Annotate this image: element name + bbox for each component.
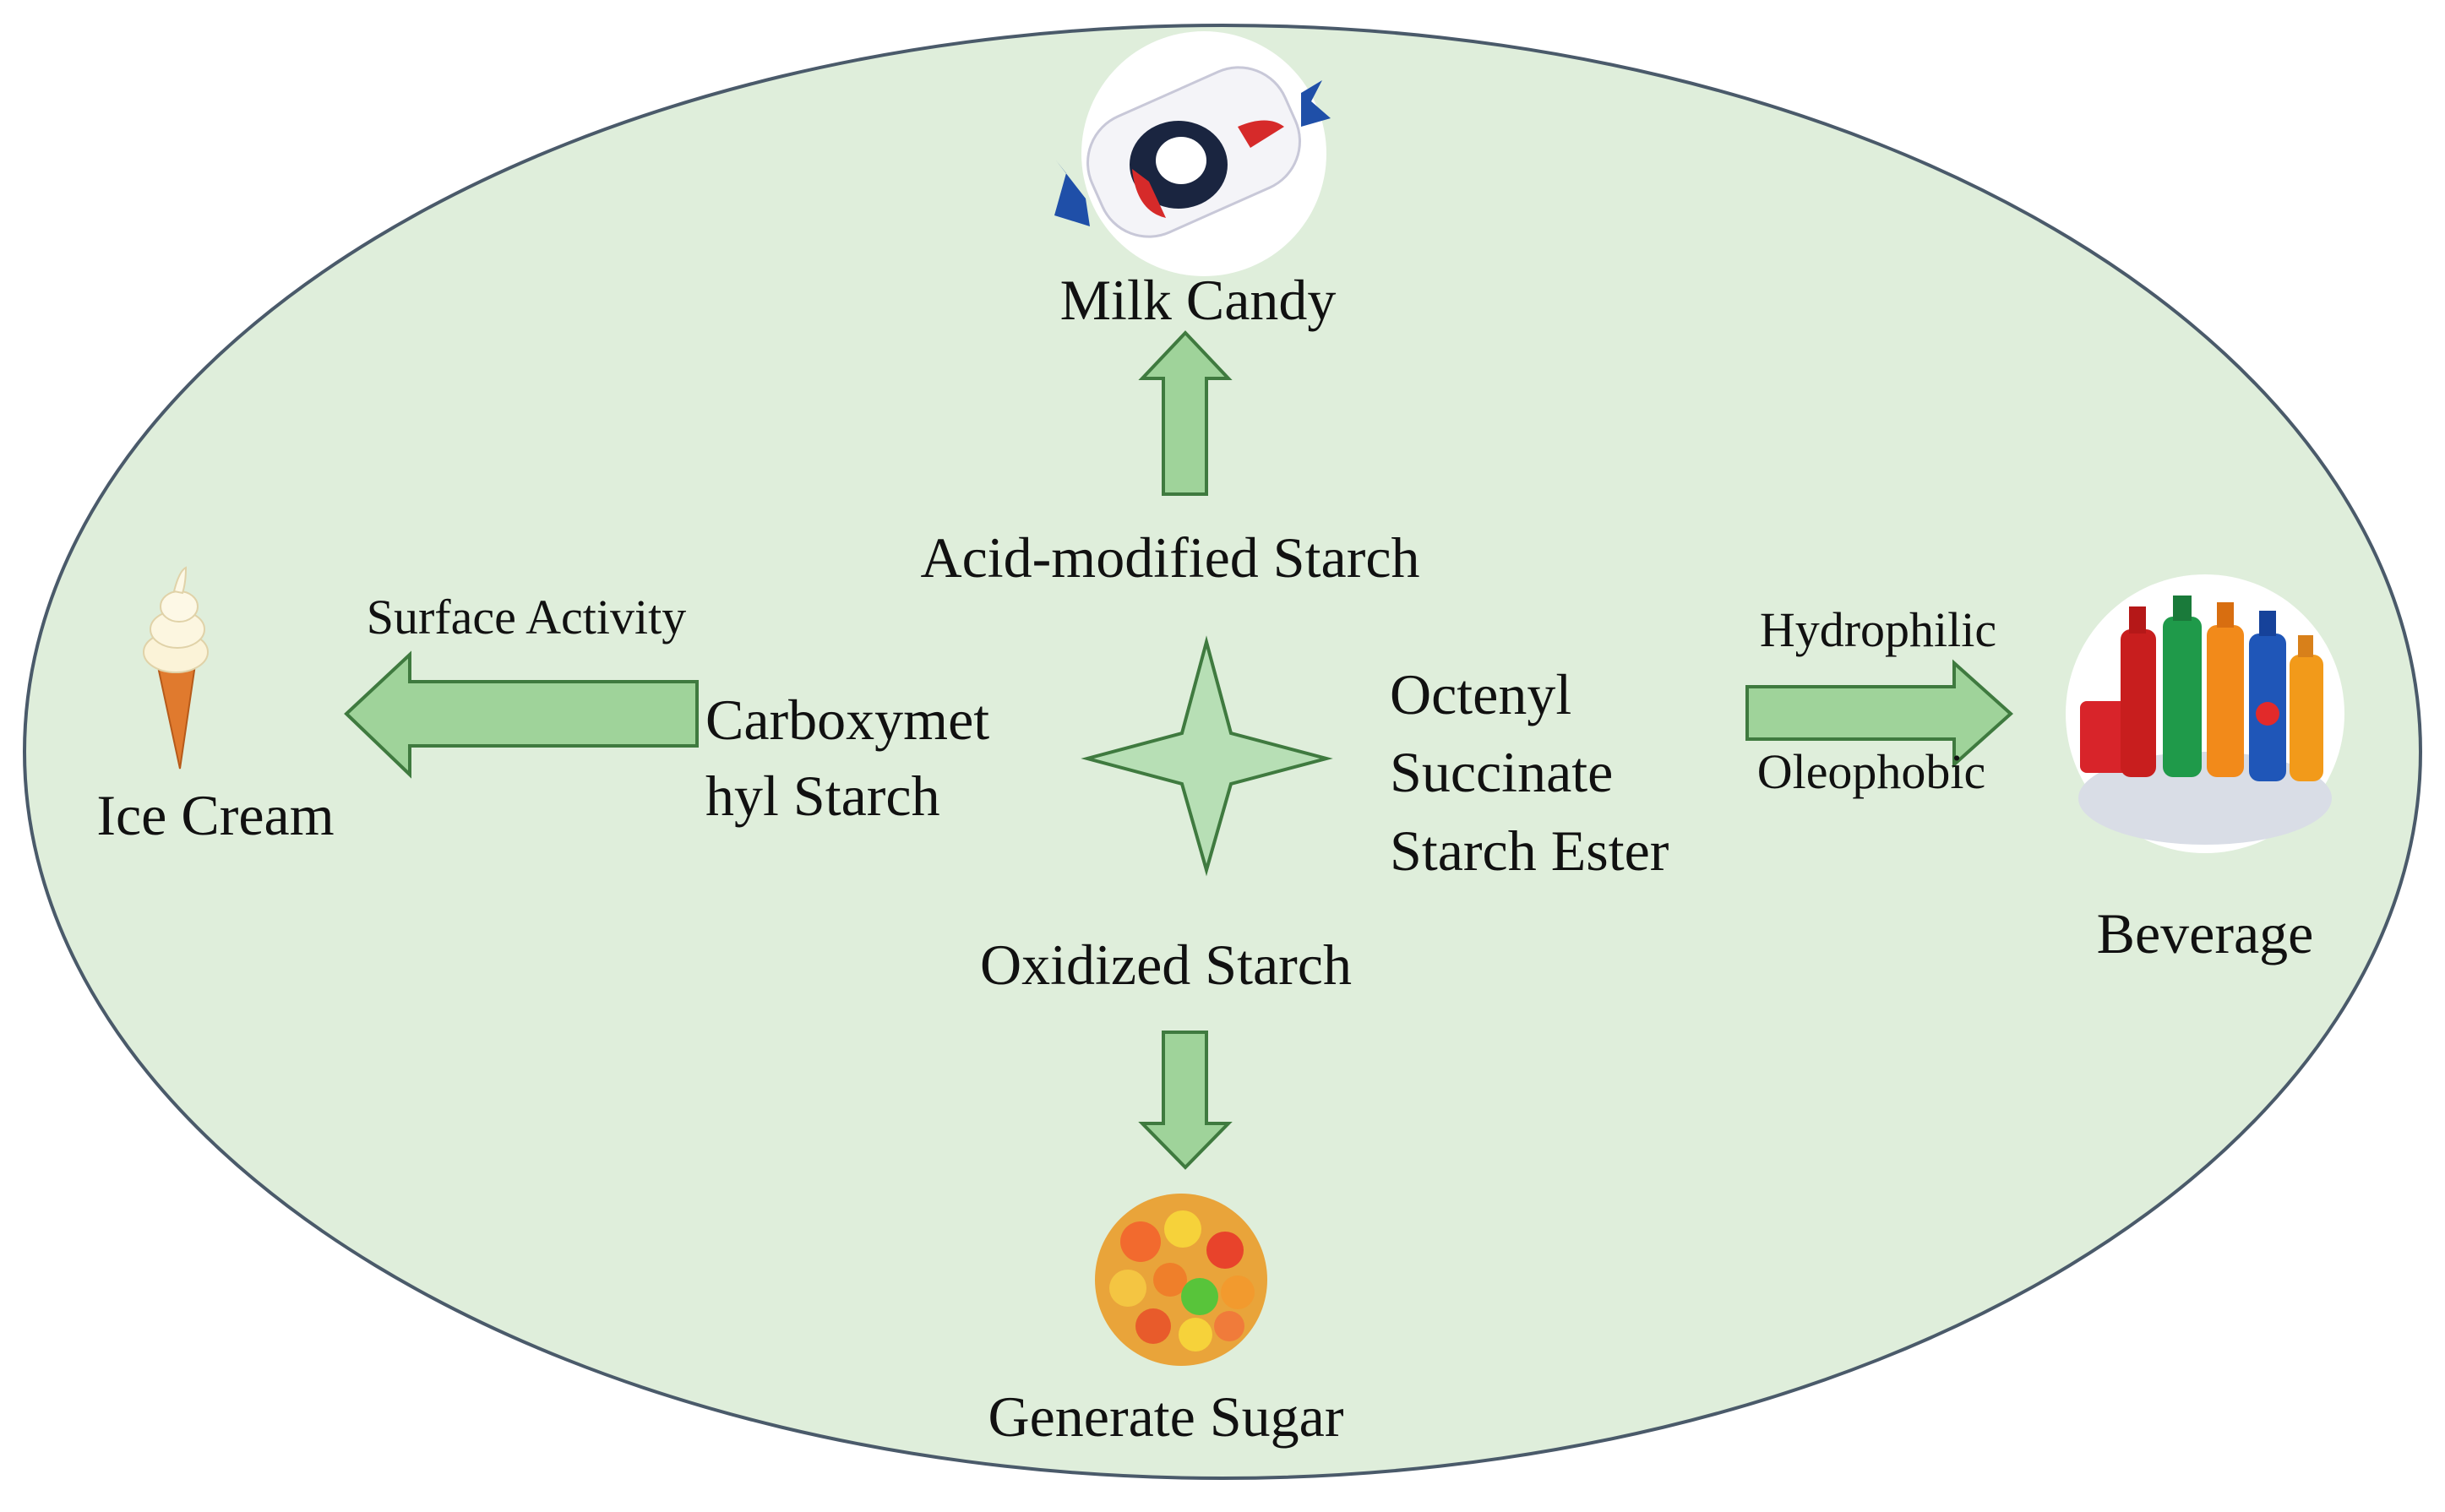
center-label-octenyl-line3: Starch Ester: [1390, 819, 1669, 883]
arrow-left: [344, 650, 699, 779]
center-label-octenyl-line1: Octenyl: [1390, 662, 1571, 726]
arrow-right: [1745, 659, 2013, 769]
gummy-candy-icon: [1095, 1194, 1267, 1366]
beverage-bottles-icon: [2066, 574, 2344, 853]
arrow-down: [1138, 1031, 1233, 1170]
property-label-hydrophilic: Hydrophilic: [1760, 602, 1996, 657]
product-label-generate-sugar: Generate Sugar: [988, 1384, 1343, 1449]
property-label-oleophobic: Oleophobic: [1757, 744, 1986, 799]
product-label-ice-cream: Ice Cream: [96, 783, 334, 847]
ice-cream-cone-icon: [143, 566, 209, 770]
arrow-up: [1138, 330, 1233, 496]
center-star-icon: [1081, 635, 1333, 877]
center-label-octenyl-line2: Succinate: [1390, 740, 1613, 804]
milk-candy-icon: [1054, 31, 1331, 276]
product-label-milk-candy: Milk Candy: [1060, 268, 1337, 332]
center-label-carboxymethyl-line2: hyl Starch: [705, 764, 940, 828]
product-label-beverage: Beverage: [2097, 901, 2314, 965]
center-label-carboxymethyl-line1: Carboxymet: [705, 688, 989, 752]
center-label-acid-modified-starch: Acid-modified Starch: [920, 525, 1419, 590]
center-label-oxidized-starch: Oxidized Starch: [980, 933, 1352, 997]
property-label-surface-activity: Surface Activity: [367, 590, 687, 645]
